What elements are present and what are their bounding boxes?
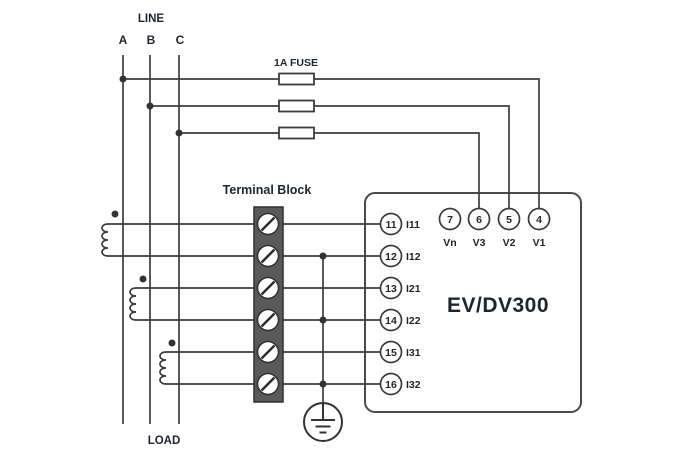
junction-dot bbox=[319, 252, 327, 260]
terminal-number: 5 bbox=[506, 214, 512, 226]
voltage-terminal: 5 V2 bbox=[497, 207, 521, 249]
terminal-circle bbox=[527, 207, 551, 231]
terminal-number: 4 bbox=[536, 214, 542, 226]
voltage-terminal: 4 V1 bbox=[527, 207, 551, 249]
ground-symbol bbox=[303, 402, 343, 442]
terminal-circle bbox=[438, 207, 462, 231]
terminal-circle bbox=[379, 372, 403, 396]
terminal-circle bbox=[379, 212, 403, 236]
fuse-1 bbox=[278, 72, 315, 86]
terminal-screw bbox=[256, 308, 280, 332]
terminal-label: I22 bbox=[406, 315, 421, 327]
device-name: EV/DV300 bbox=[447, 294, 549, 317]
terminal-circle bbox=[467, 207, 491, 231]
current-terminal: 15 I31 bbox=[379, 340, 421, 364]
ct-b-winding bbox=[129, 287, 137, 321]
ct-b-polarity-dot bbox=[139, 275, 147, 283]
junction-dot bbox=[119, 75, 127, 83]
fuse-2 bbox=[278, 99, 315, 113]
phase-b-label: B bbox=[147, 33, 156, 47]
fuse-3 bbox=[278, 126, 315, 140]
terminal-number: 6 bbox=[476, 214, 482, 226]
terminal-number: 13 bbox=[385, 283, 397, 295]
terminal-circle bbox=[379, 340, 403, 364]
ct-secondary-wires bbox=[108, 223, 381, 385]
ct-a-polarity-dot bbox=[111, 210, 119, 218]
voltage-wire-v1 bbox=[123, 78, 540, 209]
terminal-label: V3 bbox=[473, 237, 486, 249]
terminal-label: V1 bbox=[533, 237, 546, 249]
current-terminals: 11 I11 12 I12 13 I21 14 I22 15 I31 bbox=[379, 212, 421, 396]
terminal-label: I11 bbox=[406, 219, 420, 231]
terminal-circle bbox=[379, 244, 403, 268]
current-terminal: 14 I22 bbox=[379, 308, 421, 332]
ground-bus bbox=[303, 252, 343, 442]
junction-dot bbox=[146, 102, 154, 110]
terminal-screw bbox=[256, 276, 280, 300]
junction-dot bbox=[319, 316, 327, 324]
current-terminal: 16 I32 bbox=[379, 372, 421, 396]
ct-a-winding bbox=[101, 223, 109, 257]
ct-c-polarity-dot bbox=[168, 339, 176, 347]
terminal-block-label: Terminal Block bbox=[223, 183, 312, 197]
terminal-number: 12 bbox=[385, 251, 397, 263]
terminal-label: Vn bbox=[443, 237, 456, 249]
terminal-screw bbox=[256, 340, 280, 364]
terminal-number: 14 bbox=[385, 315, 397, 327]
phase-lines bbox=[122, 55, 180, 424]
voltage-wires bbox=[119, 75, 540, 209]
terminal-number: 15 bbox=[385, 347, 397, 359]
current-terminal: 12 I12 bbox=[379, 244, 421, 268]
load-label: LOAD bbox=[148, 435, 181, 447]
terminal-circle bbox=[379, 308, 403, 332]
terminal-number: 11 bbox=[385, 219, 396, 231]
terminal-label: I21 bbox=[406, 283, 421, 295]
current-transformers bbox=[101, 210, 176, 385]
terminal-block-body bbox=[253, 206, 284, 403]
voltage-terminal: 6 V3 bbox=[467, 207, 491, 249]
terminal-circle bbox=[497, 207, 521, 231]
ct-c-winding bbox=[159, 351, 167, 385]
junction-dot bbox=[319, 380, 327, 388]
line-label: LINE bbox=[138, 13, 165, 25]
current-terminal: 13 I21 bbox=[379, 276, 421, 300]
terminal-screw bbox=[256, 244, 280, 268]
terminal-screw bbox=[256, 212, 280, 236]
voltage-terminal: 7 Vn bbox=[438, 207, 462, 249]
terminal-label: I12 bbox=[406, 251, 421, 263]
terminal-block bbox=[253, 206, 284, 403]
current-terminal: 11 I11 bbox=[379, 212, 420, 236]
phase-c-label: C bbox=[176, 33, 185, 47]
fuse-label: 1A FUSE bbox=[274, 57, 318, 69]
terminal-label: I32 bbox=[406, 379, 421, 391]
fuses bbox=[278, 72, 315, 140]
terminal-screw bbox=[256, 372, 280, 396]
terminal-circle bbox=[379, 276, 403, 300]
voltage-wire-v2 bbox=[150, 105, 510, 209]
phase-a-label: A bbox=[119, 33, 128, 47]
device-outline bbox=[364, 192, 582, 413]
voltage-terminals: 7 Vn 6 V3 5 V2 4 V1 bbox=[438, 207, 551, 249]
terminal-label: V2 bbox=[503, 237, 516, 249]
terminal-number: 7 bbox=[447, 214, 453, 226]
junction-dot bbox=[175, 129, 183, 137]
terminal-label: I31 bbox=[406, 347, 421, 359]
terminal-number: 16 bbox=[385, 379, 397, 391]
